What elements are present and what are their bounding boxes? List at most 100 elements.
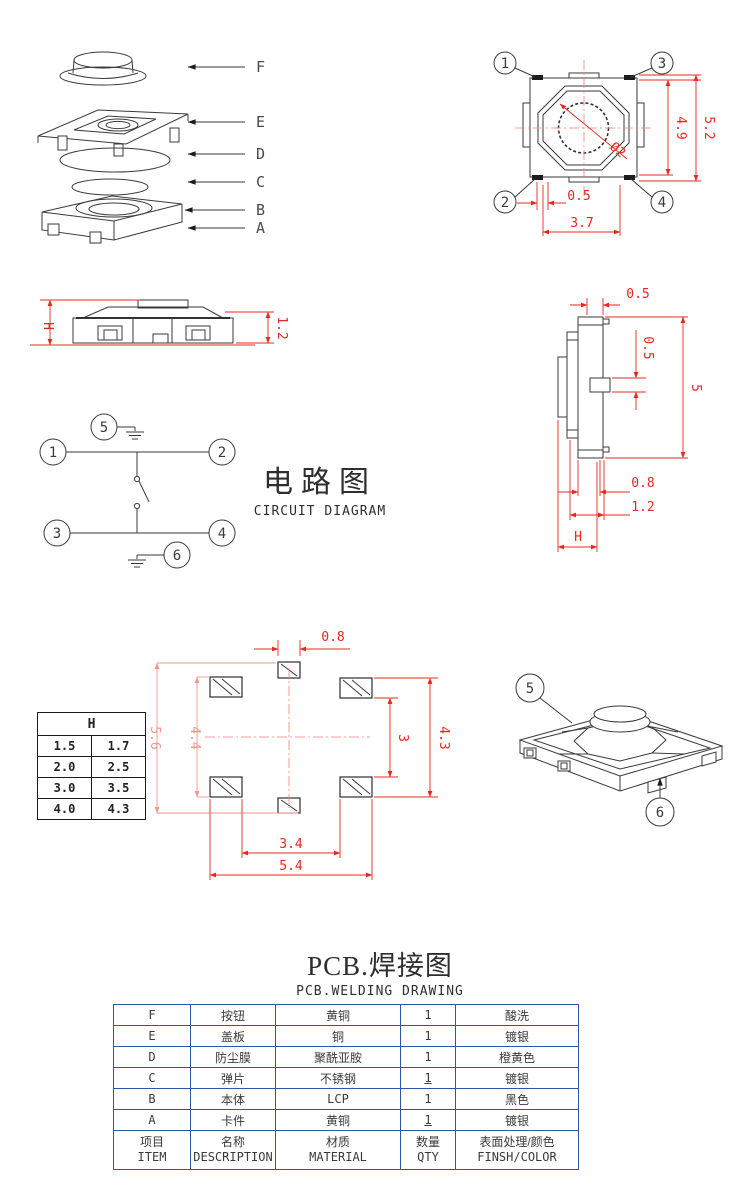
callout-2: 2: [501, 195, 509, 211]
top-view-dimensions: 4.9 5.2 0.5 3.7: [517, 74, 716, 236]
callout-4: 4: [658, 195, 666, 211]
bom-material: 黄铜: [275, 1109, 401, 1131]
perspective-body: [518, 705, 724, 794]
circuit-diagram-drawing: 1 2 5 3 4 6 电路图 CIRCUIT DIAGRAM: [39, 413, 385, 569]
part-label-c: C: [256, 173, 265, 191]
part-label-d: D: [256, 145, 265, 163]
dim-1-2: 1.2: [274, 316, 289, 339]
bom-qty: 1: [400, 1046, 456, 1068]
footprint-panel: 0.8 5.6 4.4 3 4.3 3.4 5.4: [20, 620, 460, 890]
dim-diameter: Ø2: [606, 140, 628, 162]
bom-desc: 按钮: [190, 1004, 276, 1026]
bom-desc: 弹片: [190, 1067, 276, 1089]
bom-qty: 1: [400, 1025, 456, 1047]
front-view-dimensions: H 1.2: [30, 299, 289, 346]
side-view-outline: [557, 316, 611, 459]
dim-3: 3: [395, 734, 410, 742]
dim-5-2: 5.2: [701, 116, 716, 139]
part-label-e: E: [256, 113, 265, 131]
terminal-6: 6: [173, 548, 181, 564]
bom-qty: 1: [400, 1088, 456, 1110]
bom-row-d: D 防尘膜 聚酰亚胺 1 橙黄色: [113, 1046, 579, 1068]
perspective-callouts: 5 6: [515, 673, 675, 827]
switch-body-outline: [522, 72, 645, 183]
callout-6: 6: [656, 805, 664, 821]
bom-row-e: E 盖板 铜 1 镀银: [113, 1025, 579, 1047]
bom-item: F: [113, 1004, 191, 1026]
footprint-drawing: 0.8 5.6 4.4 3 4.3 3.4 5.4: [147, 630, 451, 880]
bom-desc: 本体: [190, 1088, 276, 1110]
top-view-drawing: Ø2 1 3 2 4 4.9 5.2 0.5 3.7: [493, 51, 716, 236]
dim-3-4: 3.4: [279, 837, 303, 852]
side-view-dimensions: 0.5 0.5 5 0.8 1.2 H: [557, 287, 703, 552]
bom-item: E: [113, 1025, 191, 1047]
part-b-a-base: [41, 195, 183, 244]
bom-item: A: [113, 1109, 191, 1131]
dim-3-7: 3.7: [570, 216, 593, 231]
bom-qty: 1: [400, 1109, 456, 1131]
dim-h: H: [574, 530, 582, 545]
welding-title-en: PCB.WELDING DRAWING: [296, 984, 464, 999]
part-label-b: B: [256, 201, 265, 219]
circuit-wires: [66, 426, 209, 568]
callouts: 1 3 2 4: [493, 51, 674, 214]
dim-5-4: 5.4: [279, 859, 303, 874]
side-view-drawing: 0.5 0.5 5 0.8 1.2 H: [557, 287, 703, 552]
bom-row-f: F 按钮 黄铜 1 酸洗: [113, 1004, 579, 1026]
terminal-4: 4: [218, 526, 226, 542]
part-d-film: [59, 147, 171, 173]
circuit-title-cn: 电路图: [263, 466, 377, 499]
welding-section: PCB.焊接图 PCB.WELDING DRAWING F 按钮 黄铜 1 酸洗…: [100, 944, 660, 1170]
terminal-1: 1: [49, 445, 57, 461]
bom-desc: 防尘膜: [190, 1046, 276, 1068]
perspective-view-panel: 5 6: [470, 650, 750, 860]
bom-material: 不锈钢: [275, 1067, 401, 1089]
front-view-panel: H 1.2: [20, 280, 310, 375]
bom-finish: 酸洗: [455, 1004, 579, 1026]
part-label-a: A: [256, 219, 265, 237]
part-e-cover: [37, 109, 189, 157]
bom-finish: 黑色: [455, 1088, 579, 1110]
terminal-5: 5: [100, 420, 108, 436]
dim-0-8: 0.8: [321, 630, 344, 645]
bom-material: 聚酰亚胺: [275, 1046, 401, 1068]
dim-5: 5: [688, 384, 703, 392]
bom-finish: 镀银: [455, 1109, 579, 1131]
bom-material: 铜: [275, 1025, 401, 1047]
bom-qty: 1: [400, 1067, 456, 1089]
bom-table: F 按钮 黄铜 1 酸洗 E 盖板 铜 1 镀银 D 防尘膜 聚酰亚胺 1 橙黄…: [113, 1004, 579, 1170]
circuit-terminals: 1 2 5 3 4 6: [39, 413, 236, 569]
dim-lead-0-5: 0.5: [640, 336, 655, 359]
bom-finish: 镀银: [455, 1025, 579, 1047]
part-c-dome: [71, 178, 149, 196]
bom-item: B: [113, 1088, 191, 1110]
footprint-dimensions: 0.8 5.6 4.4 3 4.3 3.4 5.4: [147, 630, 451, 880]
welding-title-cn: PCB.焊接图: [307, 951, 453, 981]
bom-row-c: C 弹片 不锈钢 1 镀银: [113, 1067, 579, 1089]
dim-4-4: 4.4: [187, 726, 202, 750]
dim-top-0-5: 0.5: [626, 287, 649, 302]
bom-desc: 盖板: [190, 1025, 276, 1047]
bom-qty: 1: [400, 1004, 456, 1026]
solder-pads: [209, 661, 373, 814]
perspective-drawing: 5 6: [515, 673, 724, 827]
callout-1: 1: [501, 56, 509, 72]
bom-desc: 卡件: [190, 1109, 276, 1131]
front-view-outline: [72, 299, 234, 344]
front-view-drawing: H 1.2: [30, 299, 289, 346]
bom-row-b: B 本体 LCP 1 黑色: [113, 1088, 579, 1110]
bom-row-a: A 卡件 黄铜 1 镀银: [113, 1109, 579, 1131]
callout-5: 5: [526, 681, 534, 697]
dim-0-5: 0.5: [567, 189, 590, 204]
dim-h: H: [40, 322, 55, 330]
dim-0-8: 0.8: [631, 476, 654, 491]
exploded-view-panel: F E D C B A: [30, 40, 280, 250]
